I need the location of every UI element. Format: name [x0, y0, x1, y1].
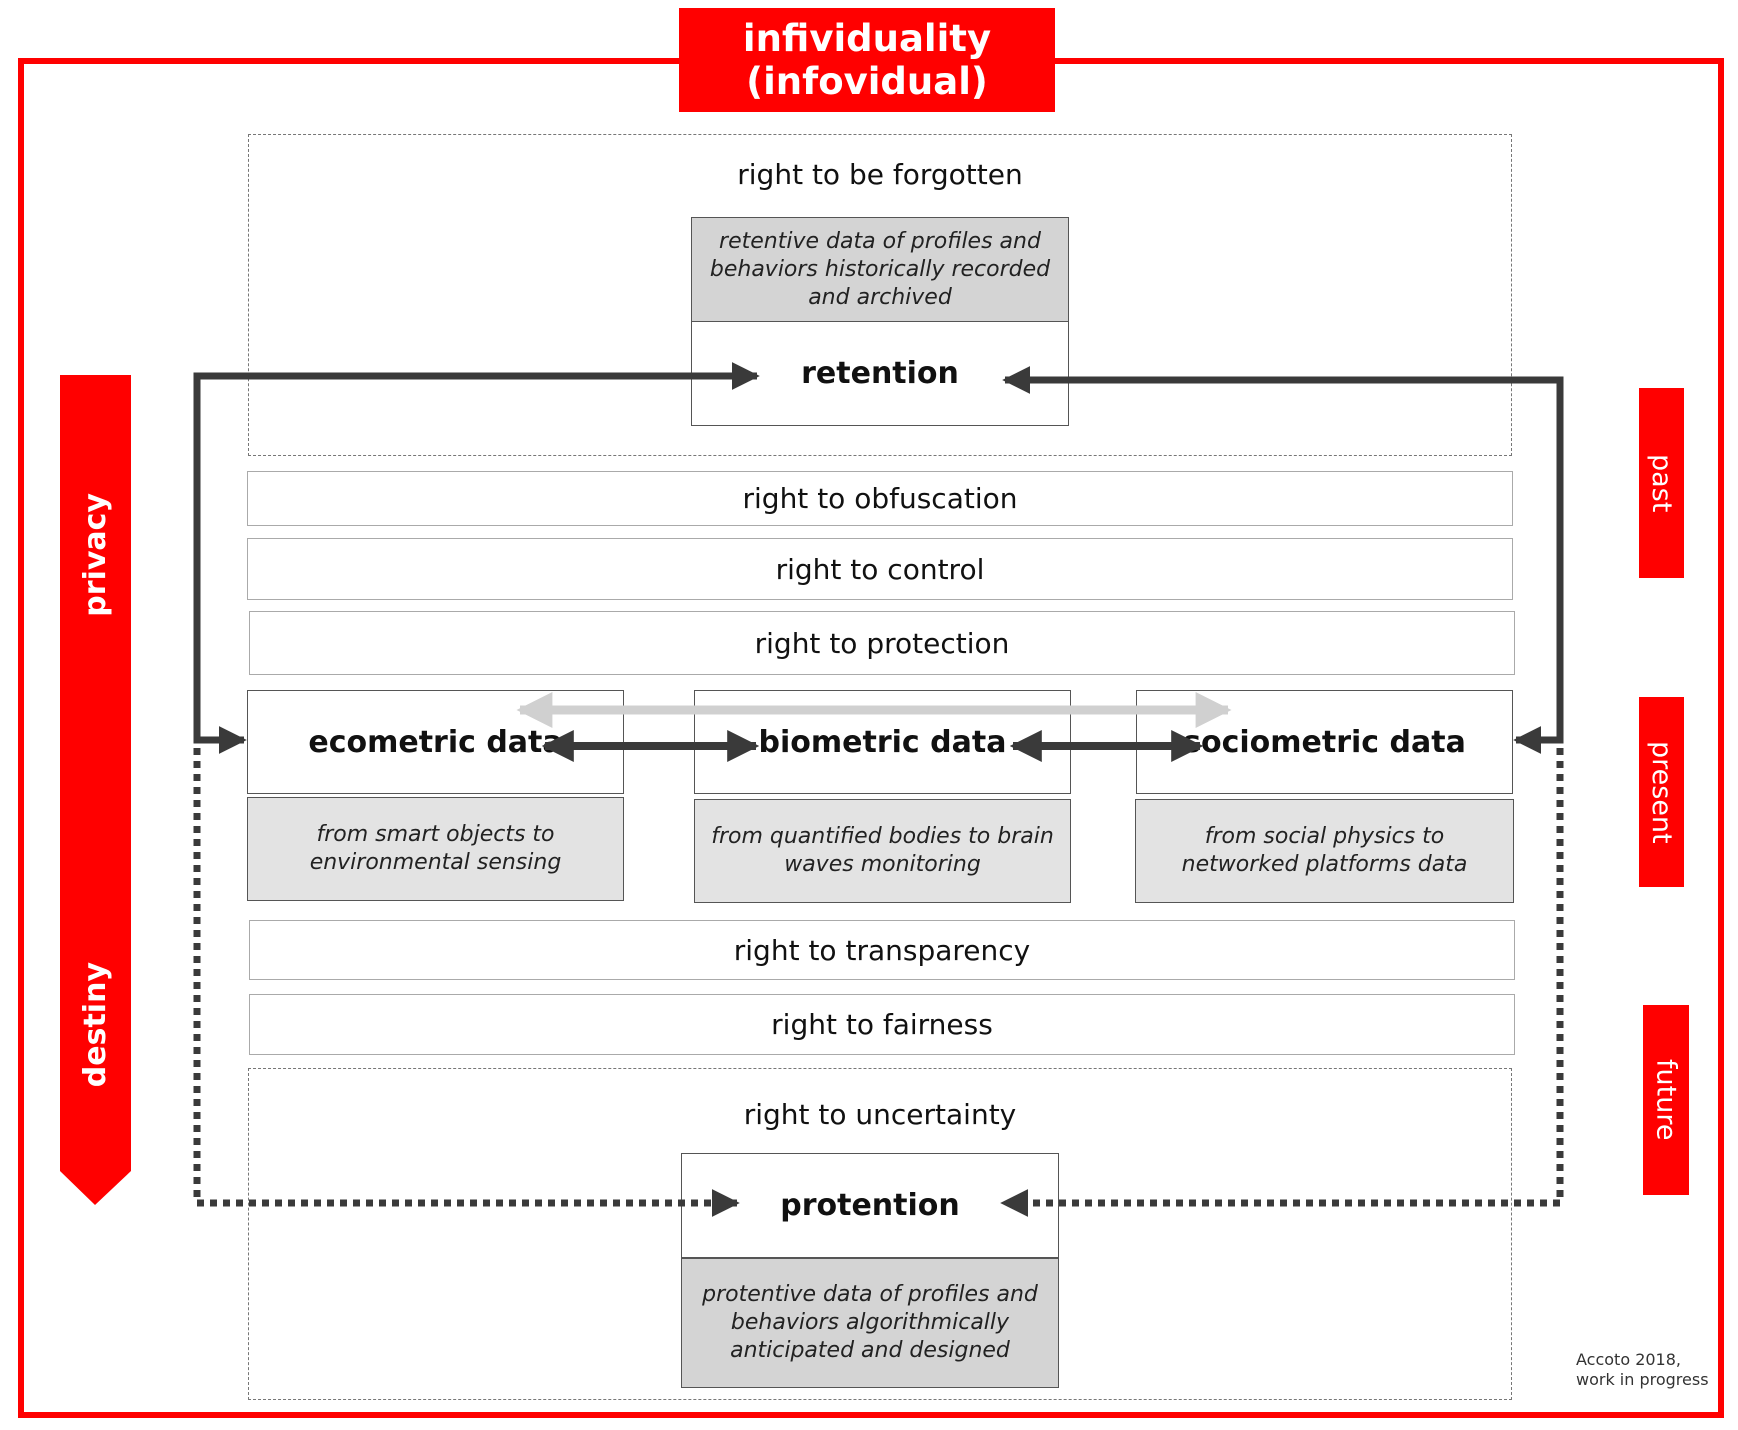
title-line-1: infividuality [742, 17, 992, 60]
present-label: present [1646, 740, 1677, 844]
right-to-transparency: right to transparency [249, 920, 1515, 980]
sociometric-description: from social physics to networked platfor… [1135, 799, 1514, 903]
right-to-be-forgotten: right to be forgotten [737, 158, 1023, 191]
protention-description: protentive data of profiles and behavior… [681, 1258, 1059, 1388]
retention-region [248, 134, 1512, 456]
title-line-2: (infovidual) [746, 60, 988, 103]
biometric-description: from quantified bodies to brain waves mo… [694, 799, 1071, 903]
right-to-fairness: right to fairness [249, 994, 1515, 1055]
protention-region [248, 1068, 1512, 1400]
past-tab: past [1639, 388, 1684, 578]
title-banner: infividuality (infovidual) [679, 8, 1055, 112]
arrow-to-retention-left [193, 362, 760, 744]
right-to-uncertainty: right to uncertainty [743, 1098, 1017, 1131]
ecometric-description: from smart objects to environmental sens… [247, 797, 624, 901]
past-label: past [1646, 453, 1677, 513]
credit-line-2: work in progress [1576, 1370, 1709, 1389]
credit-line-1: Accoto 2018, [1576, 1350, 1681, 1369]
dotted-arrow-protention-left [193, 748, 740, 1217]
dotted-arrow-protention-right [1000, 748, 1564, 1217]
future-tab: future [1643, 1005, 1689, 1195]
retention-description: retentive data of profiles and behaviors… [691, 217, 1069, 322]
present-tab: present [1639, 697, 1684, 887]
credit-note: Accoto 2018, work in progress [1576, 1350, 1709, 1390]
future-label: future [1650, 1059, 1682, 1141]
arrow-to-retention-right [1002, 366, 1564, 744]
privacy-destiny-arrow-bar [60, 375, 131, 1205]
right-to-control: right to control [247, 538, 1513, 600]
right-to-obfuscation: right to obfuscation [247, 471, 1513, 526]
protention-box: protention [681, 1153, 1059, 1258]
right-to-protection: right to protection [249, 611, 1515, 675]
